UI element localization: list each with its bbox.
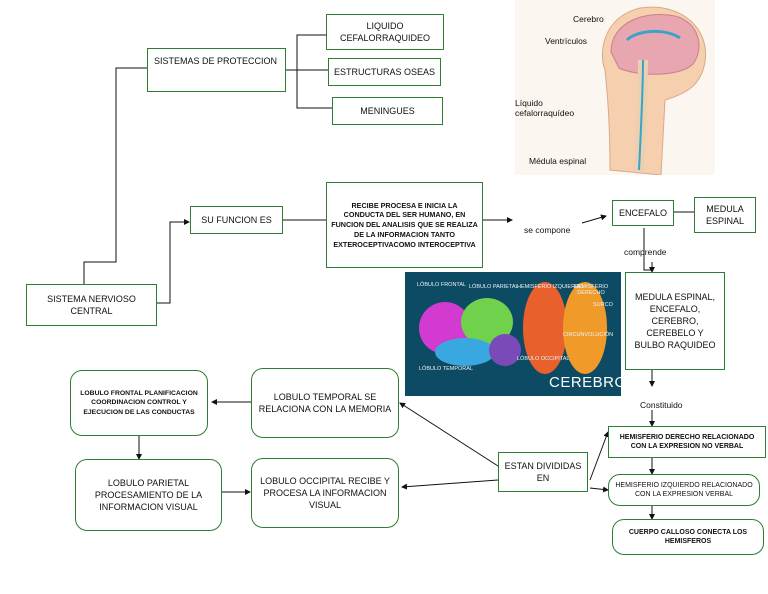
node-meningues: MENINGUES — [332, 97, 443, 125]
anatomy-label-ventriculos: Ventrículos — [545, 36, 588, 46]
node-estan-divididas-en: ESTAN DIVIDIDAS EN — [498, 452, 588, 492]
node-medula-espinal: MEDULA ESPINAL — [694, 197, 756, 233]
node-lobulo-occipital: LOBULO OCCIPITAL RECIBE Y PROCESA LA INF… — [251, 458, 399, 528]
node-hemisferio-izquierdo: HEMISFERIO IZQUIERDO RELACIONADO CON LA … — [608, 474, 760, 506]
node-hemisferio-derecho: HEMISFERIO DERECHO RELACIONADO CON LA EX… — [608, 426, 766, 458]
brain-label-izquierdo: HEMISFERIO IZQUIERDO — [517, 284, 584, 290]
node-lobulo-frontal: LOBULO FRONTAL PLANIFICACION COORDINACIO… — [70, 370, 208, 436]
label-constituido: Constituido — [640, 400, 683, 410]
node-su-funcion-es: SU FUNCION ES — [190, 206, 283, 234]
node-recibe-procesa: RECIBE PROCESA E INICIA LA CONDUCTA DEL … — [326, 182, 483, 268]
anatomy-label-medula: Médula espinal — [529, 156, 587, 166]
brain-label-parietal: LÓBULO PARIETAL — [469, 284, 519, 290]
node-lobulo-temporal: LOBULO TEMPORAL SE RELACIONA CON LA MEMO… — [251, 368, 399, 438]
node-encefalo: ENCEFALO — [612, 200, 674, 226]
label-comprende: comprende — [624, 247, 667, 257]
node-comprende-list: MEDULA ESPINAL, ENCEFALO, CEREBRO, CEREB… — [625, 272, 725, 370]
node-sistemas-de-proteccion: SISTEMAS DE PROTECCION — [147, 48, 286, 92]
anatomy-illustration: Cerebro Ventrículos Líquido cefalorraquí… — [515, 0, 715, 175]
brain-illustration: LÓBULO FRONTAL LÓBULO PARIETAL HEMISFERI… — [405, 272, 621, 396]
node-sistema-nervioso-central: SISTEMA NERVIOSO CENTRAL — [26, 284, 157, 326]
brain-label-circunvolucion: CIRCUNVOLUCIÓN — [563, 332, 614, 338]
anatomy-label-cerebro: Cerebro — [573, 14, 604, 24]
brain-title: CEREBRO — [549, 374, 621, 391]
brain-label-derecho: HEMISFERIO DERECHO — [573, 284, 609, 297]
brain-label-occipital: LÓBULO OCCIPITAL — [517, 356, 570, 362]
label-se-compone: se compone — [524, 225, 571, 235]
anatomy-label-liquido-1: Líquido — [515, 98, 543, 108]
brain-label-temporal: LÓBULO TEMPORAL — [419, 366, 473, 372]
node-liquido-cefalorraquideo: LIQUIDO CEFALORRAQUIDEO — [326, 14, 444, 50]
anatomy-label-liquido-2: cefalorraquídeo — [515, 108, 575, 118]
brain-label-surco: SURCO — [593, 302, 613, 308]
node-estructuras-oseas: ESTRUCTURAS OSEAS — [328, 58, 441, 86]
node-cuerpo-calloso: CUERPO CALLOSO CONECTA LOS HEMISFEROS — [612, 519, 764, 555]
brain-label-frontal: LÓBULO FRONTAL — [417, 282, 467, 288]
head-spine-drawing — [602, 6, 707, 175]
node-lobulo-parietal: LOBULO PARIETAL PROCESAMIENTO DE LA INFO… — [75, 459, 222, 531]
brain-drawing — [419, 282, 607, 374]
